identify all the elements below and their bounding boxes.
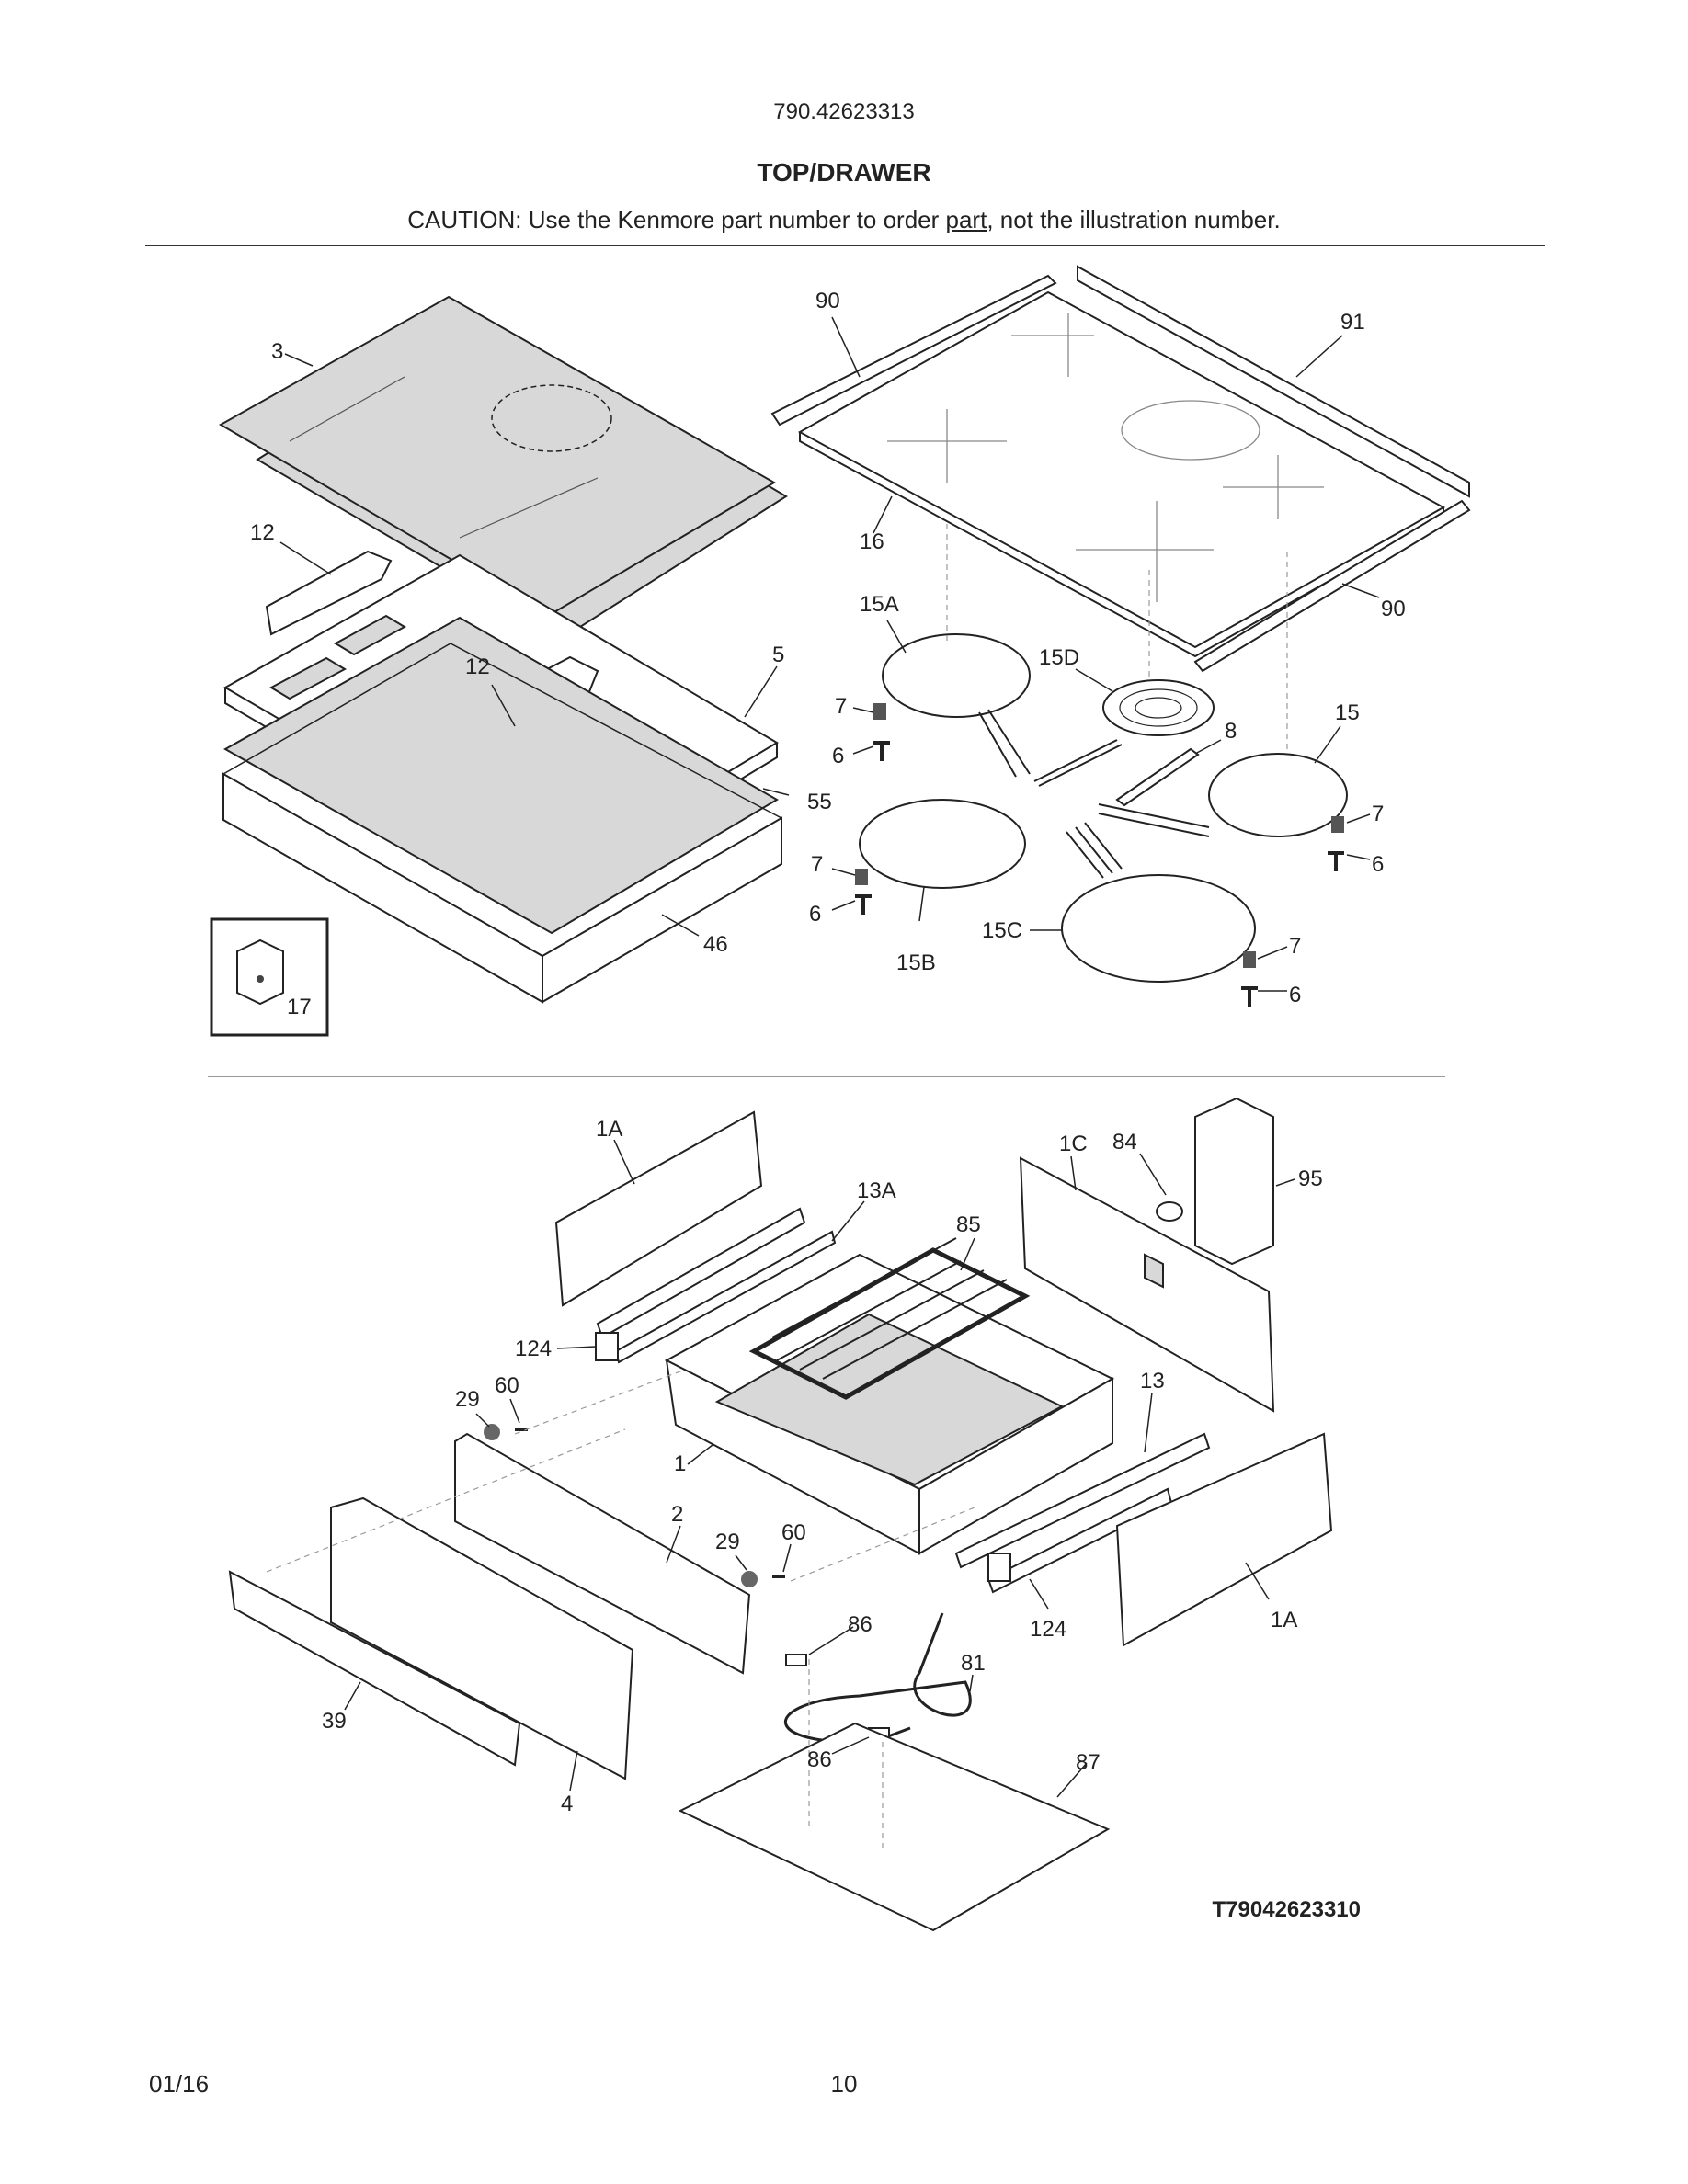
part-39-drawer-handle bbox=[228, 1570, 521, 1767]
illustration-reference-number: T79042623310 bbox=[1212, 1897, 1361, 1922]
callout-8: 8 bbox=[1225, 719, 1237, 744]
callout-17: 17 bbox=[287, 995, 312, 1019]
part-15B-radiant-element bbox=[859, 799, 1026, 889]
alignment-lines-bottom bbox=[266, 1369, 975, 1848]
callout-7d: 7 bbox=[1289, 934, 1301, 959]
callout-124-right: 124 bbox=[1030, 1617, 1066, 1642]
callout-46: 46 bbox=[703, 932, 728, 957]
callout-15A: 15A bbox=[860, 592, 899, 617]
part-15-radiant-element bbox=[1098, 753, 1348, 837]
callout-15D: 15D bbox=[1039, 645, 1079, 670]
callout-90b: 90 bbox=[1381, 597, 1406, 621]
callout-7a: 7 bbox=[835, 694, 847, 719]
part-3-insulation-plate bbox=[218, 295, 788, 640]
part-15C-radiant-element bbox=[1061, 822, 1256, 983]
callout-55: 55 bbox=[807, 790, 832, 814]
callout-60-left: 60 bbox=[495, 1373, 519, 1398]
caution-text-before: CAUTION: Use the Kenmore part number to … bbox=[407, 206, 946, 233]
callout-7c: 7 bbox=[811, 852, 823, 877]
caution-text-after: , not the illustration number. bbox=[987, 206, 1281, 233]
callout-15: 15 bbox=[1335, 700, 1360, 725]
part-124-slide-bracket bbox=[595, 1332, 1011, 1582]
part-90-trim-left bbox=[770, 274, 1057, 427]
callout-16: 16 bbox=[860, 529, 884, 554]
part-1A-side-panel-right bbox=[1115, 1432, 1333, 1647]
model-number: 790.42623313 bbox=[773, 99, 915, 124]
part-7-springs bbox=[855, 703, 1344, 968]
part-17-bracket-inset bbox=[210, 917, 329, 1037]
part-85-wire-rack bbox=[748, 1237, 1031, 1400]
callout-12b: 12 bbox=[465, 654, 490, 679]
callout-2: 2 bbox=[671, 1502, 683, 1527]
part-15A-radiant-element bbox=[882, 633, 1031, 778]
part-81-heating-element bbox=[784, 1612, 972, 1744]
part-29-60-fasteners bbox=[484, 1424, 785, 1587]
callout-81: 81 bbox=[961, 1651, 986, 1676]
callout-1: 1 bbox=[674, 1451, 686, 1476]
section-divider bbox=[208, 1076, 1445, 1077]
callout-13: 13 bbox=[1140, 1369, 1165, 1393]
part-8-wire-bracket bbox=[1115, 747, 1200, 807]
callout-1A-right: 1A bbox=[1271, 1608, 1297, 1632]
callout-87: 87 bbox=[1076, 1750, 1101, 1775]
part-91-trim-back bbox=[1077, 265, 1470, 498]
callout-labels-top: 3 90 91 12 12 16 90 15A 5 15D 7 6 8 15 5… bbox=[250, 289, 1406, 1019]
callout-1C: 1C bbox=[1059, 1132, 1088, 1156]
part-1A-side-panel-left bbox=[554, 1110, 763, 1307]
callout-12a: 12 bbox=[250, 520, 275, 545]
caution-text-underlined: part bbox=[945, 206, 987, 233]
part-55-insulation bbox=[222, 616, 779, 935]
callout-86-top: 86 bbox=[848, 1612, 873, 1637]
callout-29-left: 29 bbox=[455, 1387, 480, 1412]
part-6-screws bbox=[855, 741, 1344, 1007]
callout-7b: 7 bbox=[1372, 802, 1384, 826]
callout-86-bottom: 86 bbox=[807, 1747, 832, 1772]
part-84-thermostat bbox=[1156, 1201, 1183, 1222]
footer-date: 01/16 bbox=[149, 2070, 210, 2098]
part-12-bracket bbox=[265, 550, 393, 636]
callout-84: 84 bbox=[1112, 1130, 1137, 1155]
callout-6a: 6 bbox=[832, 744, 844, 768]
callout-91: 91 bbox=[1340, 310, 1365, 335]
callout-leaders-top bbox=[279, 316, 1380, 992]
callout-leaders-bottom bbox=[344, 1139, 1295, 1798]
callout-4: 4 bbox=[561, 1792, 573, 1816]
callout-labels-bottom: 1A 1C 84 95 13A 85 124 13 29 60 1 2 29 6… bbox=[322, 1117, 1323, 1816]
alignment-lines-top bbox=[946, 524, 1288, 754]
callout-1A-left: 1A bbox=[596, 1117, 622, 1142]
part-95-cover bbox=[1194, 1097, 1274, 1266]
callout-13A: 13A bbox=[857, 1178, 896, 1203]
section-title: TOP/DRAWER bbox=[757, 158, 931, 187]
callout-6b: 6 bbox=[1372, 852, 1384, 877]
callout-95: 95 bbox=[1298, 1166, 1323, 1191]
callout-6c: 6 bbox=[809, 902, 821, 927]
part-15D-dual-element bbox=[1033, 679, 1215, 787]
part-87-bottom-tray bbox=[678, 1722, 1111, 1932]
callout-6d: 6 bbox=[1289, 983, 1301, 1007]
part-1C-back-panel bbox=[1019, 1156, 1275, 1413]
callout-29-right: 29 bbox=[715, 1530, 740, 1554]
callout-90a: 90 bbox=[815, 289, 840, 313]
callout-60-right: 60 bbox=[781, 1520, 806, 1545]
callout-85: 85 bbox=[956, 1212, 981, 1237]
part-4-drawer-front bbox=[330, 1496, 634, 1780]
callout-15C: 15C bbox=[982, 918, 1022, 943]
footer-page-number: 10 bbox=[830, 2070, 858, 2098]
part-2-inner-panel bbox=[454, 1432, 751, 1675]
header-divider bbox=[145, 245, 1545, 246]
callout-124-left: 124 bbox=[515, 1337, 552, 1361]
part-16-glass-cooktop bbox=[797, 290, 1446, 658]
callout-3: 3 bbox=[271, 339, 283, 364]
caution-note: CAUTION: Use the Kenmore part number to … bbox=[0, 206, 1688, 234]
part-90-trim-front bbox=[1193, 499, 1471, 673]
part-46-burner-box bbox=[222, 643, 782, 1004]
callout-39: 39 bbox=[322, 1709, 347, 1734]
callout-5: 5 bbox=[772, 643, 784, 667]
callout-15B: 15B bbox=[896, 950, 936, 975]
